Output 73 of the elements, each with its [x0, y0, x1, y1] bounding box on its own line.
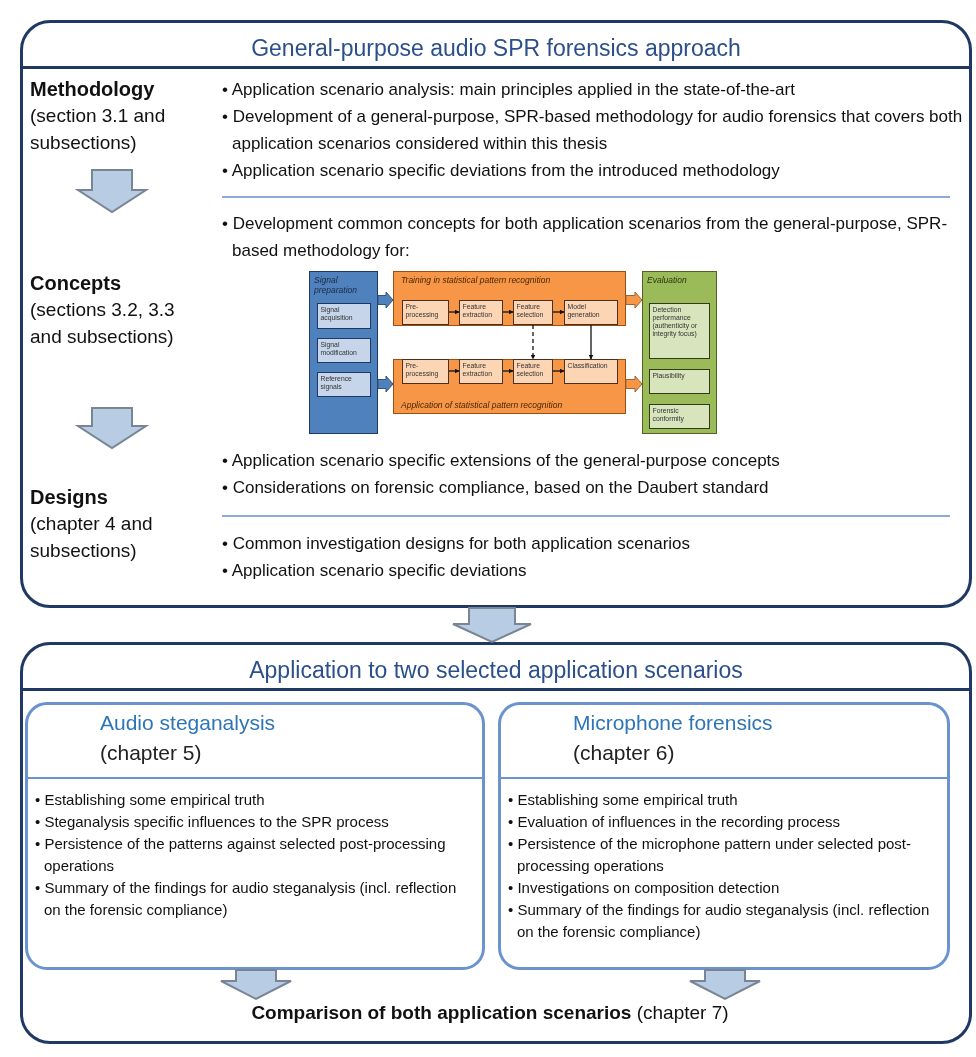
stage-title: Application of statistical pattern recognition — [400, 398, 564, 412]
process-box — [458, 299, 503, 325]
bullet-item: • Common investigation designs for both application scenarios — [222, 533, 692, 555]
bullet-item: • Summary of the findings for audio steganalysis (incl. reflection on the forensic compliance) — [508, 900, 931, 942]
bullet-item: • Application scenario analysis: main principles applied in the state-of-the-art — [222, 79, 796, 101]
step-text: (chapter 4 and subsections) — [30, 512, 154, 563]
arrow — [552, 368, 565, 374]
chapter-ref: (chapter 5) — [100, 741, 202, 765]
card-title: Audio steganalysis — [100, 711, 276, 735]
block-arrow — [625, 291, 643, 309]
bullet-item: • Summary of the findings for audio steganalysis (incl. reflection on the forensic compliance) — [35, 878, 458, 920]
process-box — [316, 337, 371, 363]
bullet-item: • Considerations on forensic compliance, based on the Daubert standard — [222, 477, 770, 499]
bullet-item: • Investigations on composition detection — [508, 878, 781, 898]
block-arrow — [220, 969, 292, 1001]
bullet-item: • Development common concepts for both application scenarios from the general-purpose, SPR-based methodology for: — [222, 213, 949, 262]
process-box — [563, 358, 618, 384]
block-arrow — [74, 407, 150, 450]
block-arrow — [377, 291, 394, 309]
arrow — [502, 368, 514, 374]
arrow — [502, 309, 514, 315]
process-box — [512, 358, 553, 384]
process-box — [458, 358, 503, 384]
arrow — [552, 309, 565, 315]
arrow — [448, 368, 460, 374]
bullet-item: • Application scenario specific extensions of the general-purpose concepts — [222, 450, 781, 472]
block-arrow — [689, 969, 761, 1001]
process-box — [401, 299, 449, 325]
chapter-card — [25, 702, 485, 970]
arrow — [448, 309, 460, 315]
bullet-item: • Development of a general-purpose, SPR-based methodology for audio forensics that covers both application scenarios considered within this thesis — [222, 106, 964, 155]
bullet-item: • Evaluation of influences in the recording process — [508, 812, 842, 832]
block-arrow — [452, 607, 532, 644]
step-heading: Concepts — [30, 271, 123, 296]
chapter-ref: (chapter 6) — [573, 741, 675, 765]
bullet-item: • Establishing some empirical truth — [35, 790, 266, 810]
step-heading: Methodology — [30, 77, 156, 102]
arrow — [530, 324, 536, 360]
block-arrow — [625, 375, 643, 393]
process-box — [648, 302, 710, 359]
stage-panel — [642, 271, 717, 434]
conclusion-text: Comparison of both application scenarios (chapter 7) — [250, 1001, 730, 1025]
block-arrow — [377, 375, 394, 393]
bullet-item: • Steganalysis specific influences to the SPR process — [35, 812, 390, 832]
stage-title: Evaluation — [646, 274, 688, 287]
step-heading: Designs — [30, 485, 109, 510]
arrow — [588, 324, 594, 360]
panel-title: Application to two selected application scenarios — [248, 657, 744, 684]
stage-title: Training in statistical pattern recognition — [400, 274, 552, 287]
process-box — [401, 358, 449, 384]
stage-panel — [393, 271, 626, 326]
process-box — [648, 368, 710, 394]
bullet-item: • Application scenario specific deviations from the introduced methodology — [222, 160, 781, 182]
section-panel — [20, 642, 972, 1044]
bullet-item: • Persistence of the patterns against selected post-processing operations — [35, 834, 447, 876]
process-box — [648, 403, 710, 429]
bullet-item: • Persistence of the microphone pattern under selected post-processing operations — [508, 834, 912, 876]
process-box — [316, 371, 371, 397]
panel-title: General-purpose audio SPR forensics approach — [250, 35, 742, 62]
step-text: (sections 3.2, 3.3 and subsections) — [30, 298, 176, 349]
block-arrow — [74, 169, 150, 214]
process-box — [316, 302, 371, 329]
process-box — [563, 299, 618, 325]
chapter-card — [498, 702, 950, 970]
stage-panel — [393, 359, 626, 414]
bullet-item: • Establishing some empirical truth — [508, 790, 739, 810]
section-panel — [20, 20, 972, 608]
bullet-item: • Application scenario specific deviations — [222, 560, 528, 582]
stage-title: Signal preparation — [313, 274, 358, 298]
stage-panel — [309, 271, 378, 434]
card-title: Microphone forensics — [573, 711, 773, 735]
step-text: (section 3.1 and subsections) — [30, 104, 167, 155]
process-box — [512, 299, 553, 325]
